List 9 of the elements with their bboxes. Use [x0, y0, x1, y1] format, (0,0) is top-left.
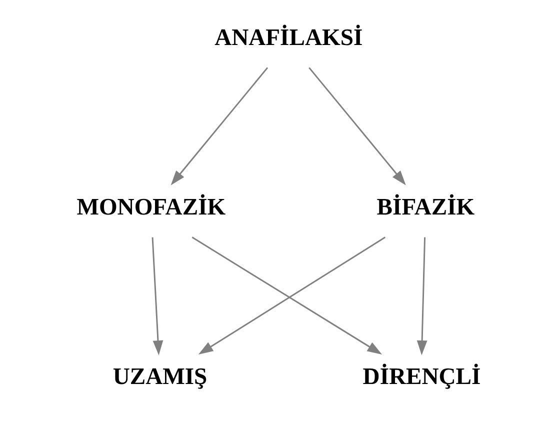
arrow	[152, 237, 164, 356]
node-text: UZAMIŞ	[112, 364, 208, 390]
node-text: MONOFAZİK	[76, 194, 226, 221]
node-text: ANAFİLAKSİ	[214, 25, 363, 52]
arrow	[416, 237, 428, 356]
node-text: DİRENÇLİ	[362, 364, 481, 390]
node-text: BİFAZİK	[376, 194, 475, 221]
arrow	[308, 67, 406, 186]
arrow	[170, 67, 268, 186]
